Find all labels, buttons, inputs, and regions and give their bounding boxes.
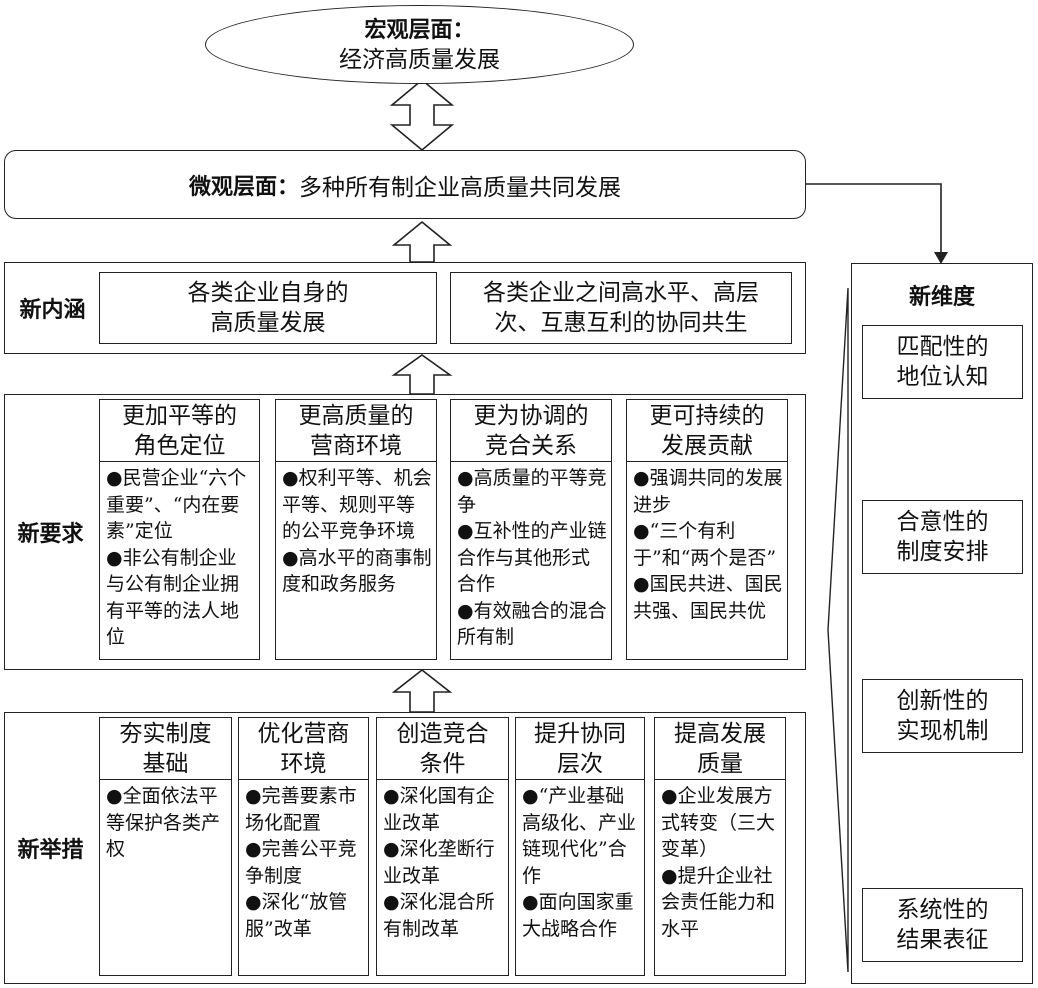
- measure-body: ●深化国有企业改革 ●深化垄断行业改革 ●深化混合所有制改革: [376, 779, 509, 976]
- measure-header: 创造竞合 条件: [376, 717, 509, 780]
- connector-line: [806, 183, 942, 258]
- new-requirements-label: 新要求: [17, 521, 84, 547]
- up-arrow-icon: [391, 668, 453, 713]
- requirement-body: ●民营企业“六个重要”、“内在要素”定位 ●非公有制企业与公有制企业拥有平等的法…: [99, 461, 260, 660]
- requirement-header: 更高质量的 营商环境: [275, 399, 437, 462]
- macro-subtitle: 经济高质量发展: [339, 46, 500, 73]
- macro-ellipse: 宏观层面： 经济高质量发展: [205, 5, 634, 84]
- brace-shape: [827, 287, 849, 973]
- measure-header: 提高发展 质量: [654, 717, 786, 780]
- measure-body: ●完善要素市场化配置 ●完善公平竞争制度 ●深化“放管服”改革: [238, 779, 369, 976]
- dimension-item: 创新性的 实现机制: [862, 679, 1023, 753]
- connotation-item: 各类企业自身的 高质量发展: [99, 272, 437, 344]
- dimension-item: 匹配性的 地位认知: [862, 325, 1023, 399]
- requirement-header: 更可持续的 发展贡献: [626, 399, 788, 462]
- requirement-body: ●高质量的平等竞争 ●互补性的产业链合作与其他形式合作 ●有效融合的混合所有制: [450, 461, 612, 660]
- up-arrow-icon: [391, 354, 453, 395]
- new-measures-label: 新举措: [17, 837, 84, 863]
- macro-title: 宏观层面：: [364, 16, 475, 43]
- requirement-header: 更为协调的 竞合关系: [450, 399, 612, 462]
- micro-box: 微观层面： 多种所有制企业高质量共同发展: [4, 150, 806, 219]
- measure-header: 优化营商 环境: [238, 717, 369, 780]
- measure-body: ●“产业基础高级化、产业链现代化”合作 ●面向国家重大战略合作: [515, 779, 645, 976]
- measure-header: 提升协同 层次: [515, 717, 645, 780]
- micro-text: 多种所有制企业高质量共同发展: [299, 174, 621, 201]
- up-arrow-icon: [391, 220, 453, 263]
- requirement-header: 更加平等的 角色定位: [99, 399, 260, 462]
- dimension-item: 系统性的 结果表征: [862, 888, 1023, 962]
- requirement-body: ●强调共同的发展进步 ●“三个有利于”和“两个是否” ●国民共进、国民共强、国民…: [626, 461, 788, 660]
- measure-header: 夯实制度 基础: [99, 717, 232, 780]
- measure-body: ●企业发展方式转变（三大变革） ●提升企业社会责任能力和水平: [654, 779, 786, 976]
- arrowhead-icon: [934, 252, 948, 264]
- requirement-body: ●权利平等、机会平等、规则平等的公平竞争环境 ●高水平的商事制度和政务服务: [275, 461, 437, 660]
- dimension-item: 合意性的 制度安排: [862, 500, 1023, 574]
- double-arrow-icon: [389, 78, 455, 152]
- new-dimension-label: 新维度: [908, 284, 975, 310]
- measure-body: ●全面依法平等保护各类产权: [99, 779, 232, 976]
- connotation-item: 各类企业之间高水平、高层 次、互惠互利的协同共生: [450, 272, 792, 344]
- new-connotation-label: 新内涵: [19, 297, 86, 323]
- micro-label: 微观层面：: [188, 173, 299, 200]
